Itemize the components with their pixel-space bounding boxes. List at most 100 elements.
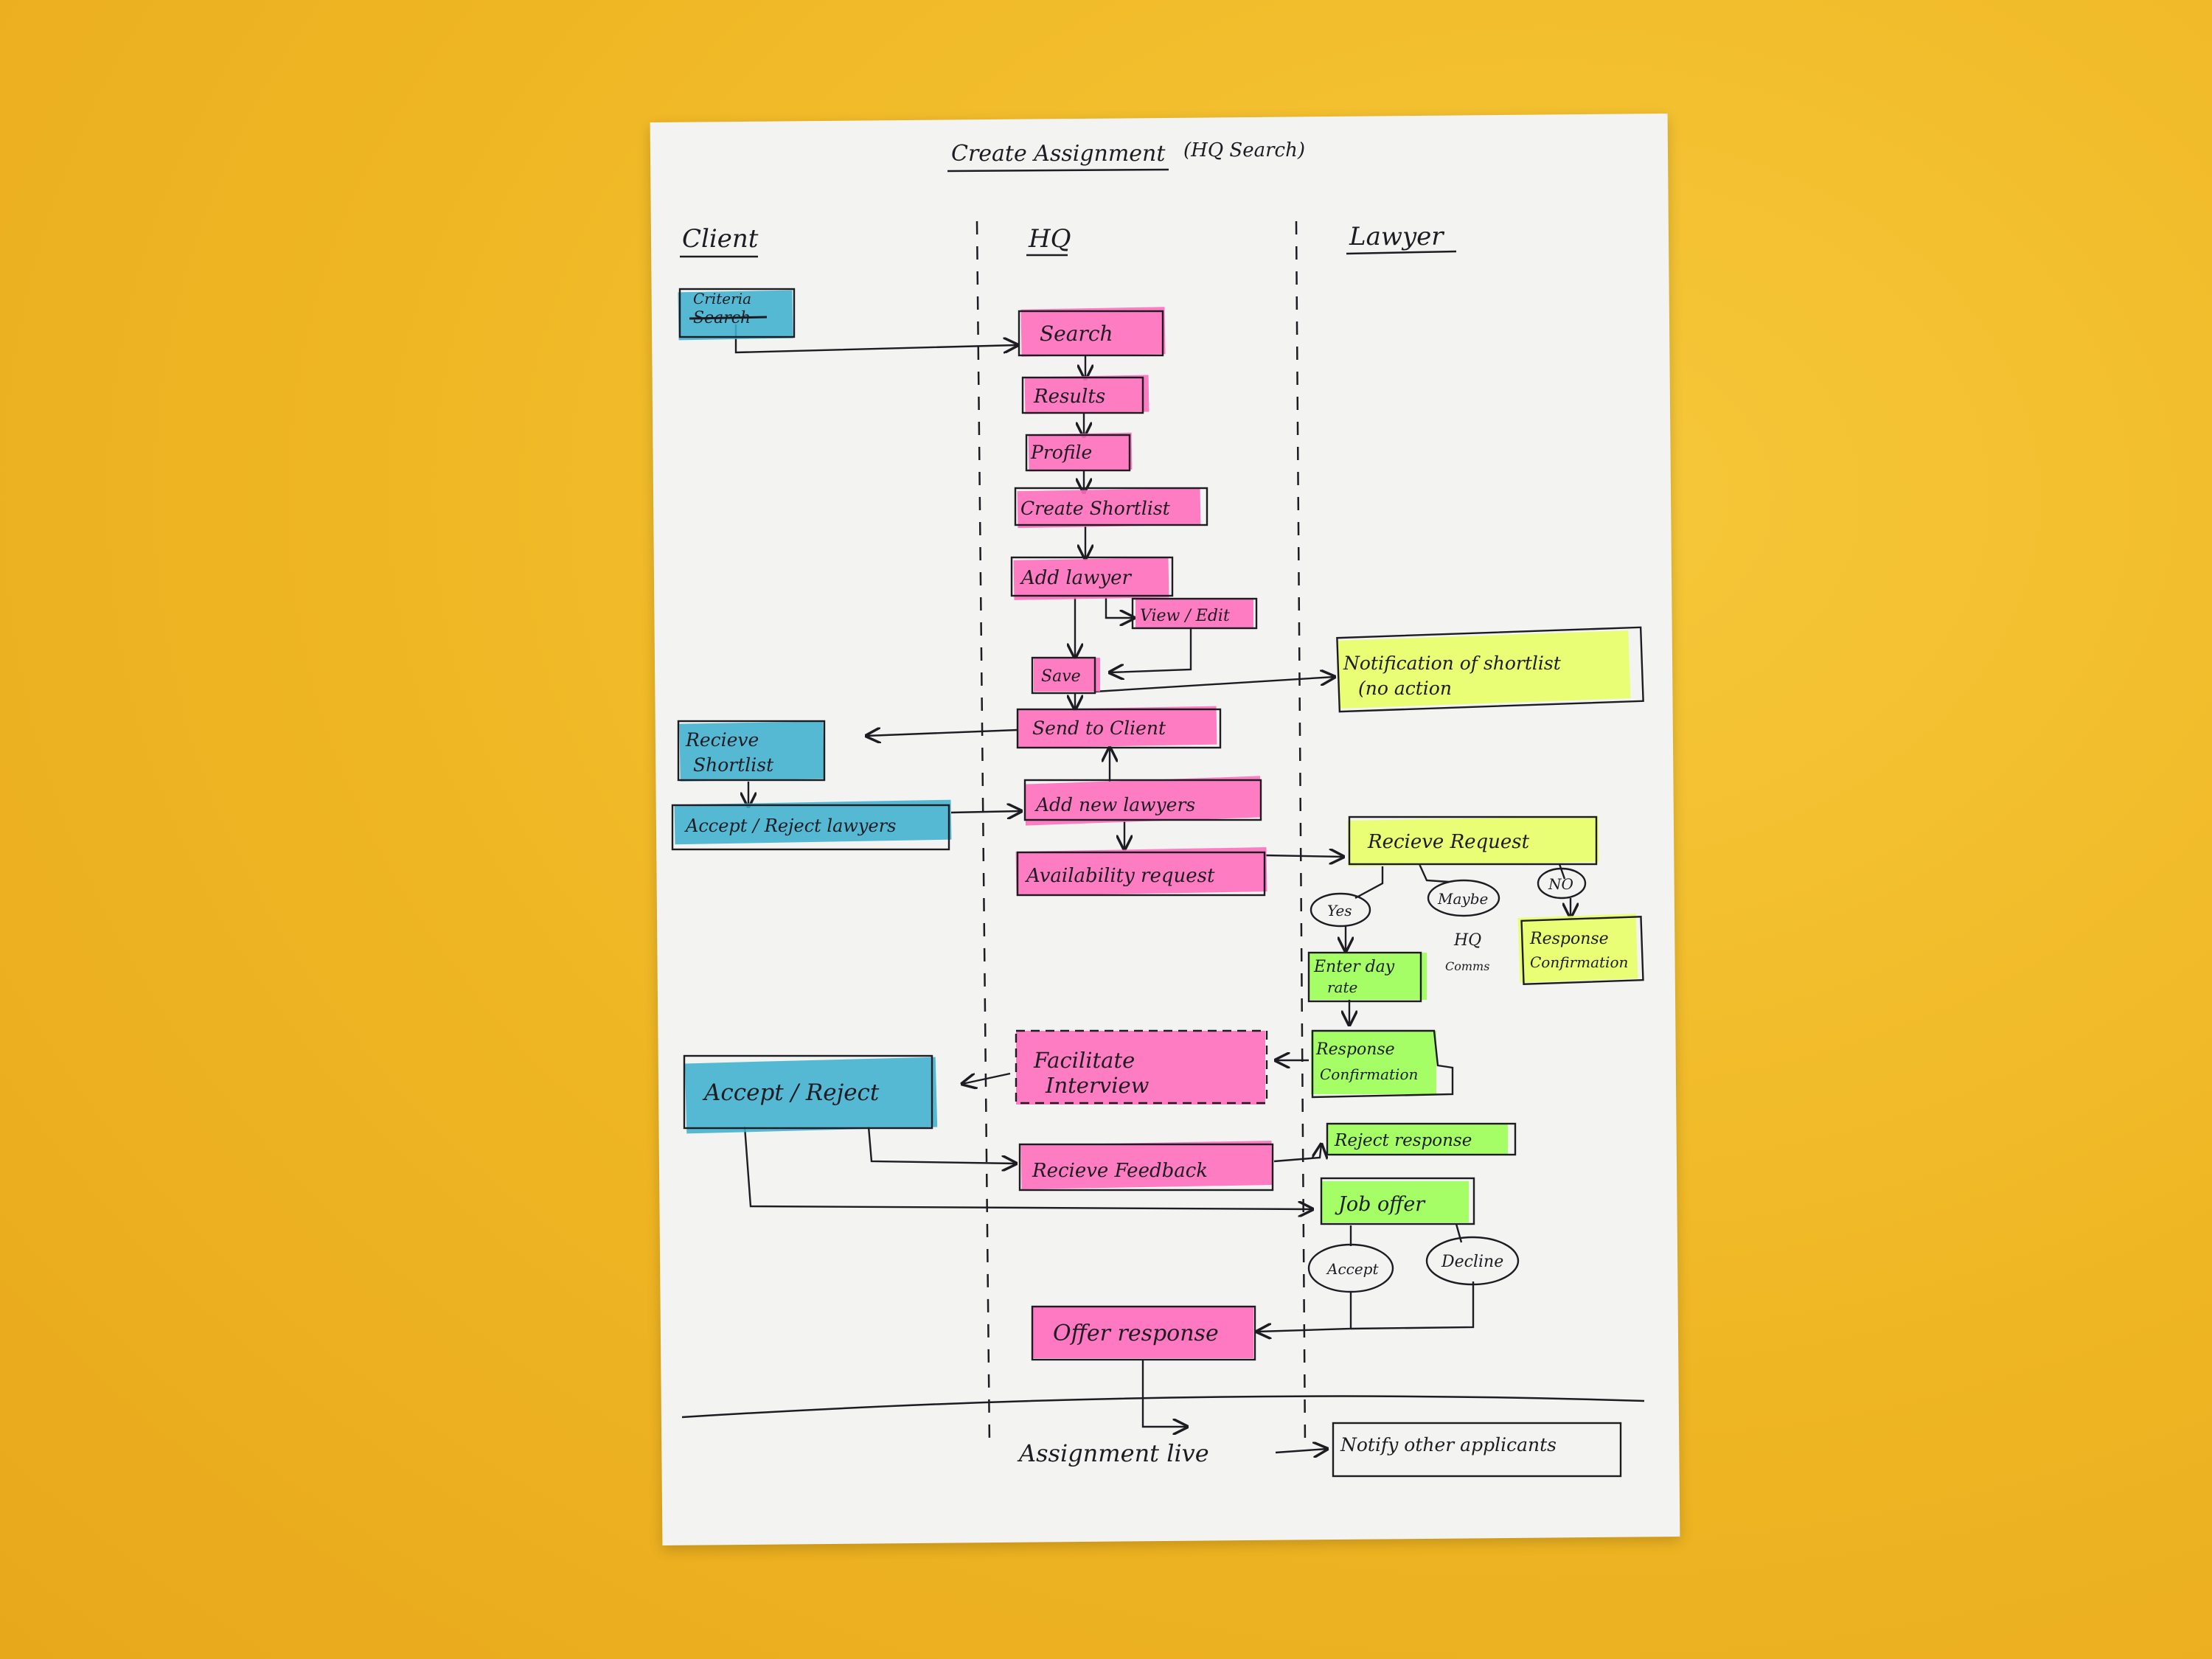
arrow-acceptreject-joboffer: [743, 1126, 1312, 1209]
lane-underline-lawyer: [1346, 250, 1457, 255]
receive-shortlist-label-1: Recieve: [685, 729, 759, 751]
receive-request-label: Recieve Request: [1367, 831, 1530, 853]
accept-node: Accept: [1307, 1243, 1394, 1293]
branch-decline: [1455, 1223, 1463, 1243]
add-new-lawyers-label: Add new lawyers: [1034, 794, 1195, 815]
arrow-acceptreject-feedback: [867, 1126, 1016, 1164]
criteria-box: Criteria Search: [678, 288, 796, 341]
facilitate-interview-box: Facilitate Interview: [1015, 1029, 1268, 1105]
facilitate-interview-label-1: Facilitate: [1033, 1048, 1135, 1073]
receive-feedback-label: Recieve Feedback: [1032, 1160, 1208, 1182]
save-box: Save: [1031, 656, 1100, 695]
receive-shortlist-box: Recieve Shortlist: [677, 720, 826, 782]
arrow-live-notify: [1275, 1449, 1327, 1453]
arrow-acceptlawyers-addnew: [950, 811, 1021, 813]
client-lane: Criteria Search Recieve Shortlist Accept…: [671, 288, 952, 1134]
yes-node: Yes: [1310, 892, 1371, 928]
accept-label: Accept: [1326, 1260, 1379, 1278]
lawyer-lane: Notification of shortlist (no action Rec…: [1307, 626, 1644, 1293]
lane-headings: Client HQ Lawyer: [680, 222, 1457, 258]
add-lawyer-label: Add lawyer: [1020, 567, 1132, 589]
create-shortlist-box: Create Shortlist: [1014, 487, 1208, 529]
add-new-lawyers-box: Add new lawyers: [1023, 776, 1262, 826]
enter-day-rate-label-2: rate: [1327, 978, 1357, 996]
accept-reject-lawyers-box: Accept / Reject lawyers: [671, 799, 952, 851]
enter-day-rate-box: Enter day rate: [1307, 951, 1427, 1003]
lane-divider-hq-lawyer: [1295, 220, 1307, 1446]
search-label: Search: [1040, 321, 1113, 346]
no-response-confirmation-label-2: Confirmation: [1530, 953, 1628, 971]
branch-maybe: [1418, 863, 1450, 883]
view-edit-label: View / Edit: [1140, 607, 1230, 625]
search-box: Search: [1018, 307, 1166, 357]
decline-node: Decline: [1425, 1236, 1520, 1286]
footer-separator: [681, 1395, 1645, 1419]
response-confirmation-box: Response Confirmation: [1311, 1029, 1454, 1099]
title-underline: [947, 168, 1169, 173]
arrow-offer-live: [1141, 1360, 1187, 1427]
reject-response-box: Reject response: [1326, 1122, 1517, 1156]
hq-lane: Search Results Profile Create Shortlist: [1010, 307, 1274, 1361]
job-offer-label: Job offer: [1335, 1193, 1426, 1216]
accept-reject-label: Accept / Reject: [702, 1079, 880, 1106]
no-label: NO: [1548, 875, 1573, 893]
job-offer-box: Job offer: [1320, 1177, 1475, 1225]
view-edit-box: View / Edit: [1131, 597, 1258, 630]
availability-request-label: Availability request: [1025, 865, 1215, 887]
diagram-title: Create Assignment: [951, 141, 1166, 167]
arrow-availability-receive: [1264, 855, 1343, 857]
arrow-add-viewedit: [1105, 597, 1134, 618]
create-shortlist-label: Create Shortlist: [1020, 498, 1171, 519]
no-response-confirmation-label-1: Response: [1529, 930, 1609, 948]
results-label: Results: [1033, 386, 1105, 408]
branch-yes: [1354, 866, 1384, 900]
results-box: Results: [1021, 375, 1150, 414]
no-response-confirmation-box: Response Confirmation: [1517, 914, 1644, 986]
enter-day-rate-label-1: Enter day: [1313, 958, 1395, 976]
assignment-live-label: Assignment live: [1017, 1439, 1209, 1467]
arrow-save-notification: [1094, 677, 1335, 693]
accept-reject-lawyers-label: Accept / Reject lawyers: [684, 815, 896, 836]
accept-reject-box: Accept / Reject: [683, 1054, 938, 1134]
criteria-label: Criteria: [693, 290, 751, 307]
lane-heading-hq: HQ: [1028, 224, 1071, 254]
notify-other-applicants-label: Notify other applicants: [1340, 1434, 1557, 1455]
send-to-client-box: Send to Client: [1016, 706, 1222, 749]
receive-request-box: Recieve Request: [1347, 815, 1599, 866]
notification-label-1: Notification of shortlist: [1343, 653, 1562, 674]
notification-box: Notification of shortlist (no action: [1336, 626, 1644, 713]
strike-mark: [689, 316, 768, 320]
hq-comms-label-1: HQ: [1453, 931, 1481, 950]
profile-label: Profile: [1030, 442, 1092, 463]
notification-label-2: (no action: [1358, 678, 1452, 699]
lane-heading-lawyer: Lawyer: [1349, 222, 1444, 251]
no-node: NO: [1537, 867, 1587, 900]
title-block: Create Assignment (HQ Search): [947, 139, 1305, 173]
arrow-viewedit-save: [1110, 627, 1192, 672]
arrow-interview-acceptreject: [962, 1072, 1011, 1084]
diagram-subtitle: (HQ Search): [1183, 139, 1305, 161]
reject-response-label: Reject response: [1334, 1131, 1472, 1150]
footer-row: Assignment live Notify other applicants: [1017, 1422, 1622, 1478]
offer-response-box: Offer response: [1031, 1305, 1256, 1361]
profile-box: Profile: [1025, 432, 1133, 472]
arrow-feedback-reject: [1273, 1144, 1321, 1163]
hq-comms-label-2: Comms: [1445, 959, 1489, 973]
save-label: Save: [1041, 667, 1081, 686]
arrow-send-receive: [866, 730, 1018, 736]
send-to-client-label: Send to Client: [1032, 717, 1166, 739]
offer-response-label: Offer response: [1053, 1321, 1219, 1346]
yes-label: Yes: [1327, 902, 1352, 919]
notify-other-applicants-box: Notify other applicants: [1332, 1422, 1622, 1478]
add-lawyer-box: Add lawyer: [1010, 556, 1174, 600]
branch-no: [1558, 863, 1566, 880]
response-confirmation-label-2: Confirmation: [1320, 1065, 1418, 1083]
facilitate-interview-label-2: Interview: [1045, 1073, 1150, 1098]
receive-shortlist-label-2: Shortlist: [693, 754, 774, 776]
response-confirmation-label-1: Response: [1315, 1040, 1395, 1059]
decline-label: Decline: [1441, 1253, 1503, 1271]
availability-request-box: Availability request: [1015, 847, 1267, 897]
maybe-node: Maybe HQ Comms: [1427, 879, 1500, 973]
